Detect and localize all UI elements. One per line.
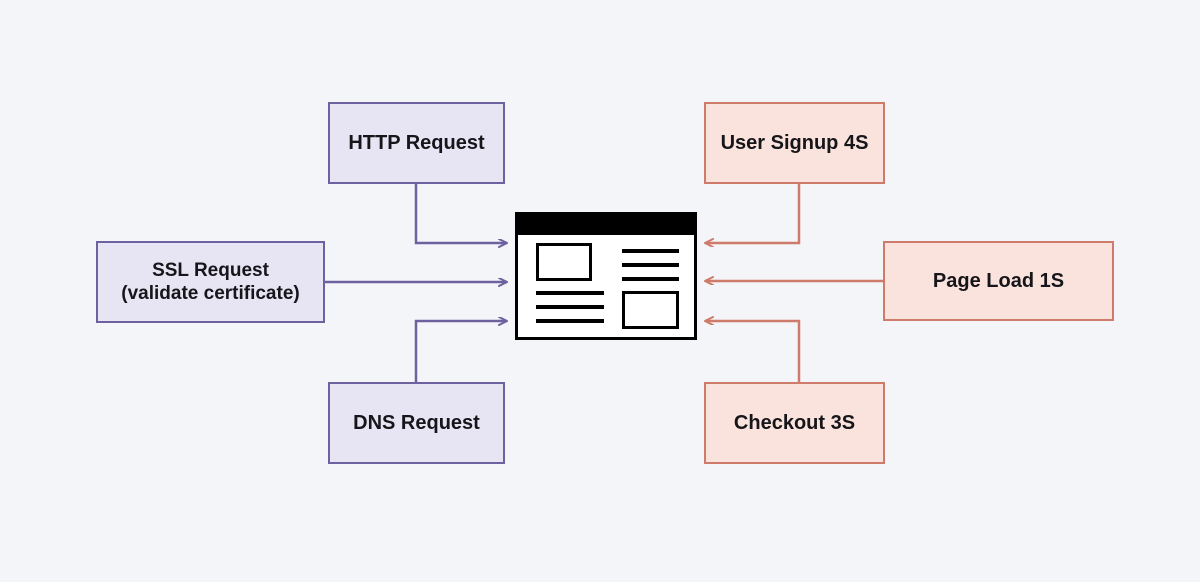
connector-checkout (705, 321, 801, 382)
connector-user-signup (705, 184, 801, 243)
node-ssl-request-label: SSL Request (validate certificate) (121, 259, 300, 304)
node-user-signup[interactable]: User Signup 4S (704, 102, 885, 184)
browser-content-text-line (536, 305, 604, 309)
browser-content-text-line (622, 277, 679, 281)
node-page-load[interactable]: Page Load 1S (883, 241, 1114, 321)
connector-dns-request (414, 321, 507, 382)
browser-window-icon (515, 212, 697, 340)
node-checkout[interactable]: Checkout 3S (704, 382, 885, 464)
node-page-load-label: Page Load 1S (932, 269, 1065, 292)
browser-titlebar (518, 215, 694, 235)
browser-content-image-top-left (536, 243, 592, 281)
node-user-signup-label: User Signup 4S (720, 131, 869, 154)
browser-content-text-line (536, 291, 604, 295)
browser-content-text-line (622, 263, 679, 267)
node-http-request[interactable]: HTTP Request (328, 102, 505, 184)
browser-content-text-line (536, 319, 604, 323)
node-ssl-request[interactable]: SSL Request (validate certificate) (96, 241, 325, 323)
browser-content-text-line (622, 249, 679, 253)
browser-content-image-bottom-right (622, 291, 679, 329)
connector-http-request (414, 184, 507, 243)
node-http-request-label: HTTP Request (348, 131, 485, 154)
node-dns-request-label: DNS Request (353, 411, 480, 434)
node-dns-request[interactable]: DNS Request (328, 382, 505, 464)
node-checkout-label: Checkout 3S (733, 411, 856, 434)
